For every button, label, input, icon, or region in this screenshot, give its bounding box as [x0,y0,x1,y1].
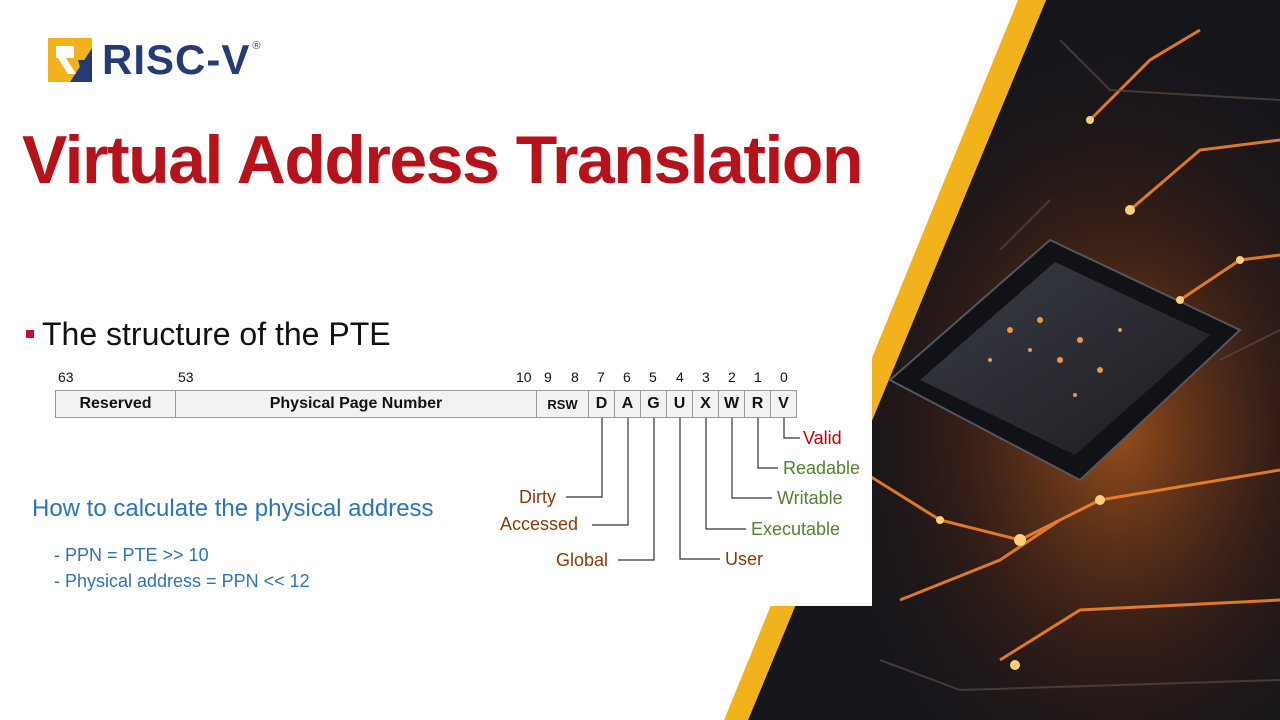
slide-title: Virtual Address Translation [22,122,863,198]
bit-label-7: 7 [597,369,605,385]
bit-label-10: 10 [516,369,532,385]
flag-label-dirty: Dirty [519,487,556,507]
bit-label-1: 1 [754,369,762,385]
field-rsw: RSW [536,390,589,418]
bullet-item: The structure of the PTE [26,316,391,352]
flag-label-executable: Executable [751,519,841,539]
calc-line-ppn: - PPN = PTE >> 10 [54,545,209,565]
bit-label-4: 4 [676,369,684,385]
flag-label-valid: Valid [803,428,842,448]
field-g: G [640,390,667,418]
risc-v-logo: RISC-V ® [48,36,260,84]
bit-label-3: 3 [702,369,710,385]
field-w: W [718,390,745,418]
bit-label-5: 5 [649,369,657,385]
content-panel [0,290,872,606]
field-r: R [744,390,771,418]
logo-text: RISC-V [102,36,251,83]
bit-label-8: 8 [571,369,579,385]
calc-heading: How to calculate the physical address [32,495,434,522]
field-a: A [614,390,641,418]
bit-label-63: 63 [58,369,74,385]
field-physical-page-number: Physical Page Number [175,390,537,418]
flag-label-readable: Readable [783,458,861,478]
flag-label-global: Global [556,550,609,570]
flag-label-user: User [725,549,764,569]
bit-label-53: 53 [178,369,194,385]
bit-label-6: 6 [623,369,631,385]
flag-label-accessed: Accessed [500,514,579,534]
field-d: D [588,390,615,418]
risc-v-logo-mark-icon [48,38,92,82]
registered-mark: ® [252,40,261,52]
field-reserved: Reserved [55,390,176,418]
field-v: V [770,390,797,418]
bit-label-0: 0 [780,369,788,385]
bullet-text: The structure of the PTE [42,316,391,352]
bit-label-9: 9 [544,369,552,385]
flag-label-writable: Writable [777,488,843,508]
bit-label-2: 2 [728,369,736,385]
bullet-square-icon [26,330,34,338]
calc-line-physical-address: - Physical address = PPN << 12 [54,571,310,591]
